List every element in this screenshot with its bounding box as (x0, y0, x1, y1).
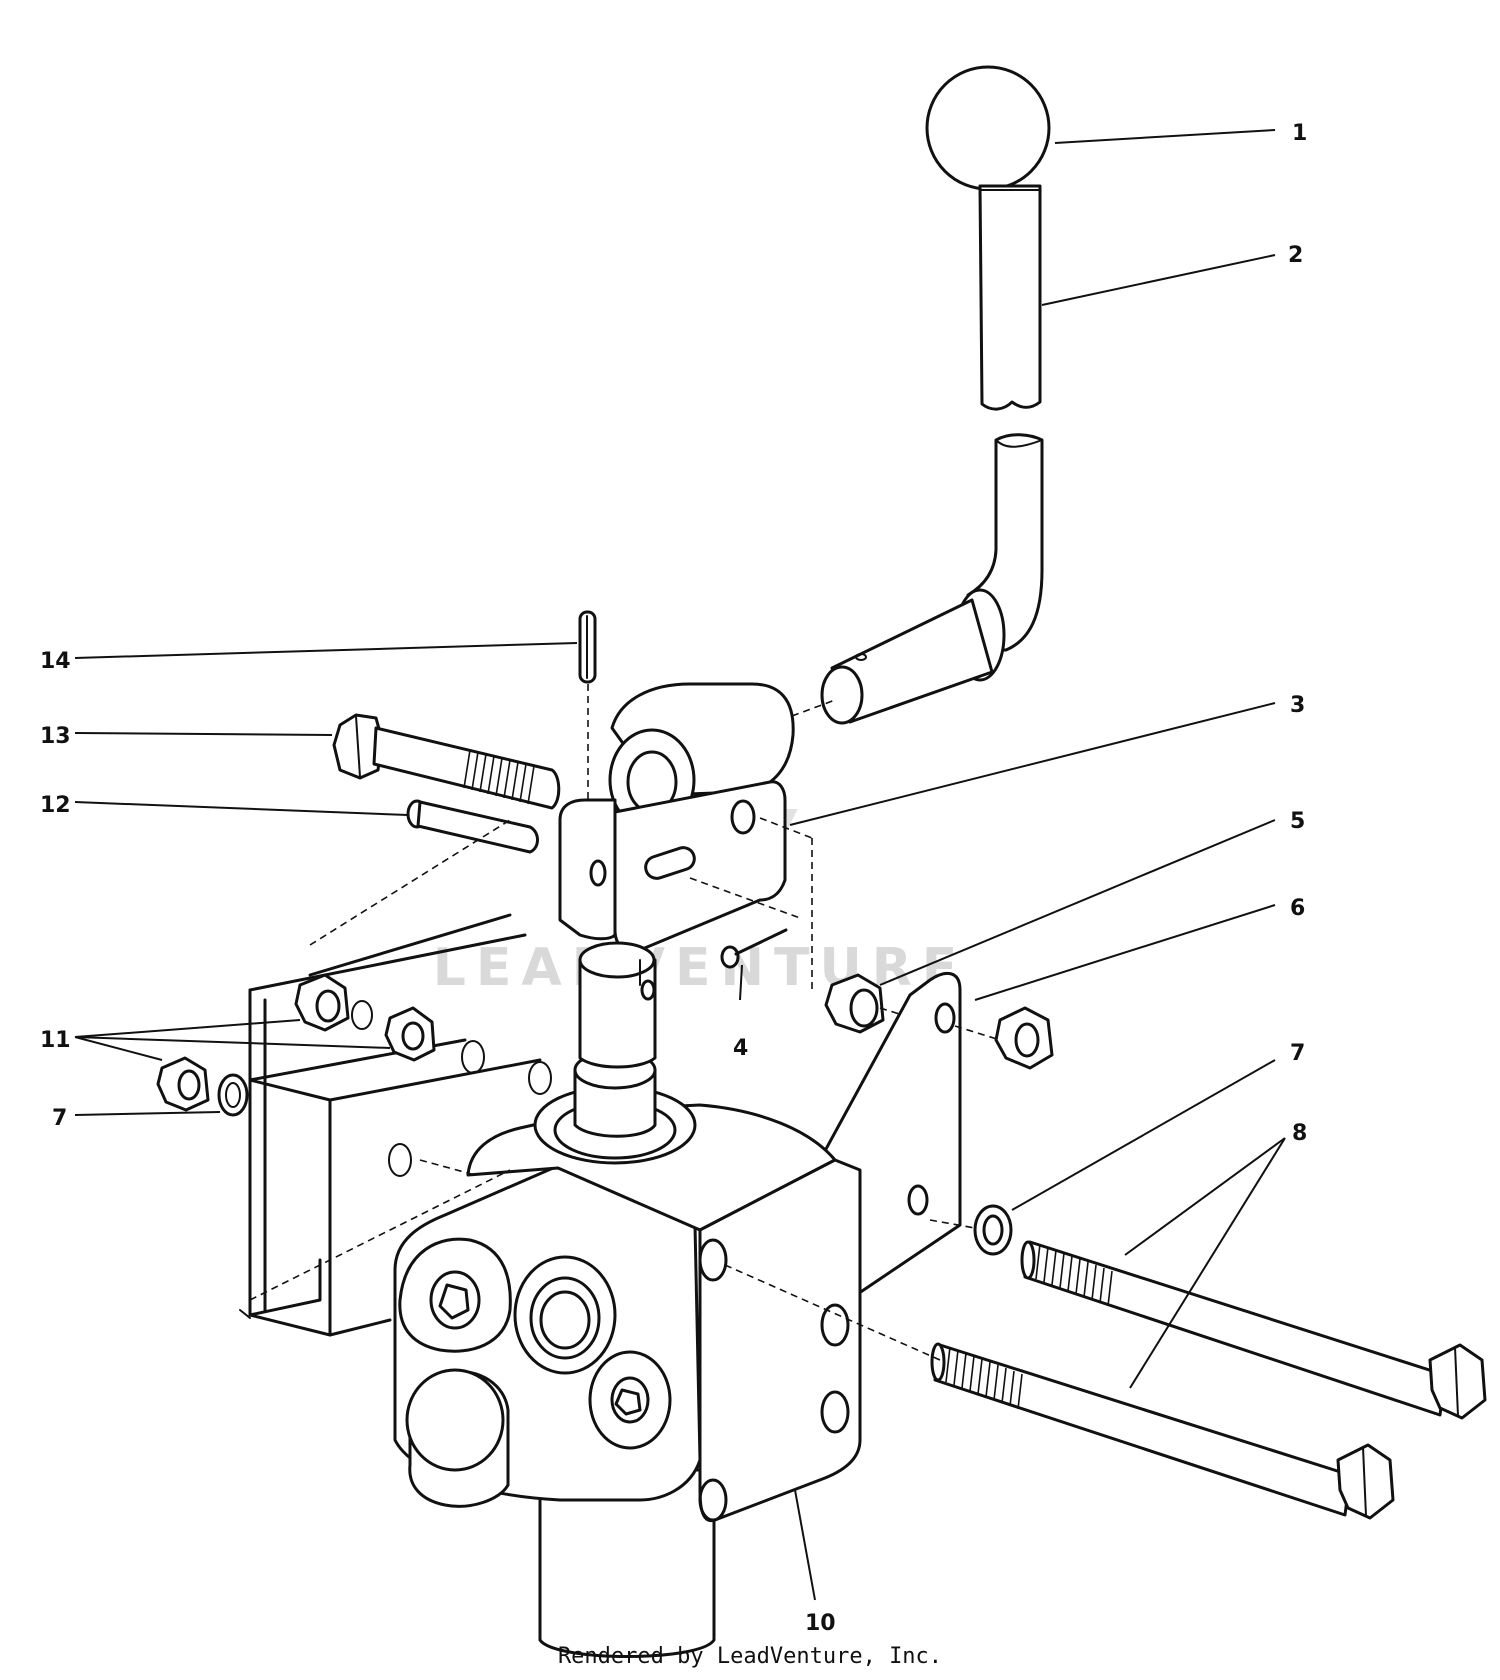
watermark-text: LEADVENTURE (433, 938, 968, 998)
callout-3: 3 (1290, 693, 1305, 718)
render-credit: Rendered by LeadVenture, Inc. (557, 1644, 943, 1669)
callout-2: 2 (1288, 243, 1303, 268)
callout-8: 8 (1292, 1121, 1307, 1146)
callout-11: 11 (40, 1028, 71, 1053)
part-3-lever-plates (558, 780, 813, 990)
part-13-bolt (332, 713, 561, 810)
callout-7-left: 7 (52, 1106, 67, 1131)
callout-12: 12 (40, 793, 71, 818)
callout-13: 13 (40, 724, 71, 749)
callout-6: 6 (1290, 896, 1305, 921)
part-7-washer (929, 1204, 1013, 1256)
callout-4: 4 (733, 1036, 748, 1061)
part-4-cotter-pin (720, 928, 788, 969)
part-1-knob (925, 65, 1051, 191)
part-8-long-bolts (724, 1240, 1487, 1520)
part-11-nuts (156, 973, 436, 1117)
part-14-roll-pin (578, 610, 597, 800)
part-10-valve-body (393, 941, 862, 1658)
part-12-clevis-pin (406, 799, 539, 854)
callout-5: 5 (1290, 809, 1305, 834)
leader-lines (74, 129, 1286, 1601)
callout-14: 14 (40, 649, 71, 674)
part-2-lever (820, 184, 1044, 725)
callout-1: 1 (1292, 121, 1307, 146)
callout-labels: 1 2 14 13 3 12 5 6 11 4 7 7 8 10 (40, 121, 1307, 1636)
callout-7-right: 7 (1290, 1041, 1305, 1066)
frame-channel (239, 819, 552, 1337)
callout-10: 10 (805, 1611, 836, 1636)
